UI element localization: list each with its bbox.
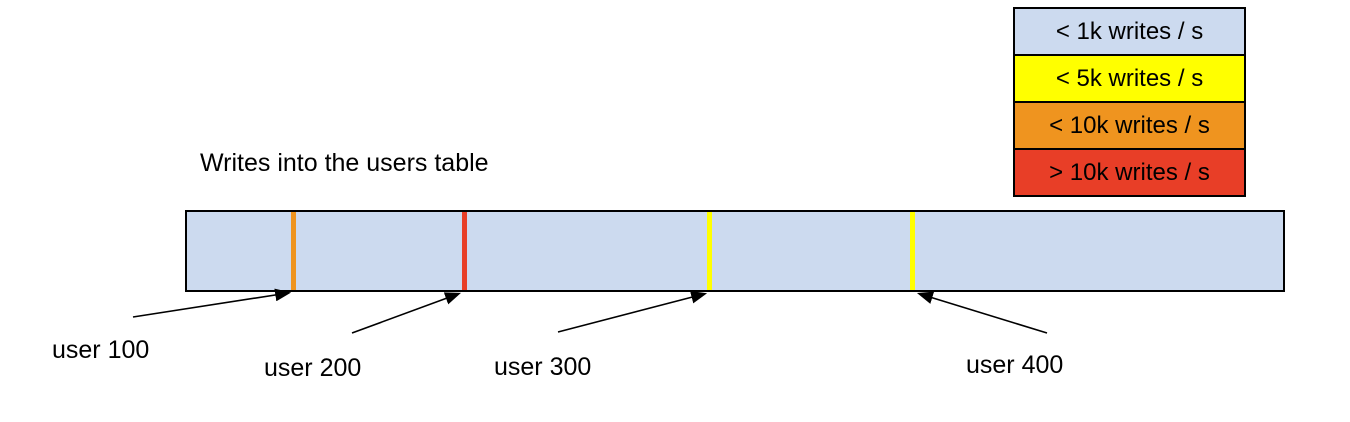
marker-label-user-200: user 200 — [264, 354, 362, 382]
arrow-user-300 — [557, 291, 708, 333]
write-hotspot-tick-user-200 — [461, 212, 467, 290]
legend-row: > 10k writes / s — [1015, 150, 1244, 195]
arrow-user-200 — [351, 292, 462, 334]
arrow-user-400 — [916, 291, 1048, 334]
marker-label-user-100: user 100 — [52, 336, 150, 364]
arrow-user-100 — [132, 288, 292, 318]
legend-row: < 10k writes / s — [1015, 103, 1244, 150]
users-table-bar — [185, 210, 1285, 292]
marker-label-user-400: user 400 — [966, 351, 1064, 379]
legend-row: < 5k writes / s — [1015, 56, 1244, 103]
write-hotspot-tick-user-300 — [707, 212, 713, 290]
write-hotspot-tick-user-100 — [290, 212, 296, 290]
write-rate-legend: < 1k writes / s< 5k writes / s< 10k writ… — [1013, 7, 1246, 197]
marker-label-user-300: user 300 — [494, 353, 592, 381]
legend-row: < 1k writes / s — [1015, 9, 1244, 56]
diagram-title: Writes into the users table — [200, 149, 489, 177]
write-hotspot-tick-user-400 — [910, 212, 916, 290]
